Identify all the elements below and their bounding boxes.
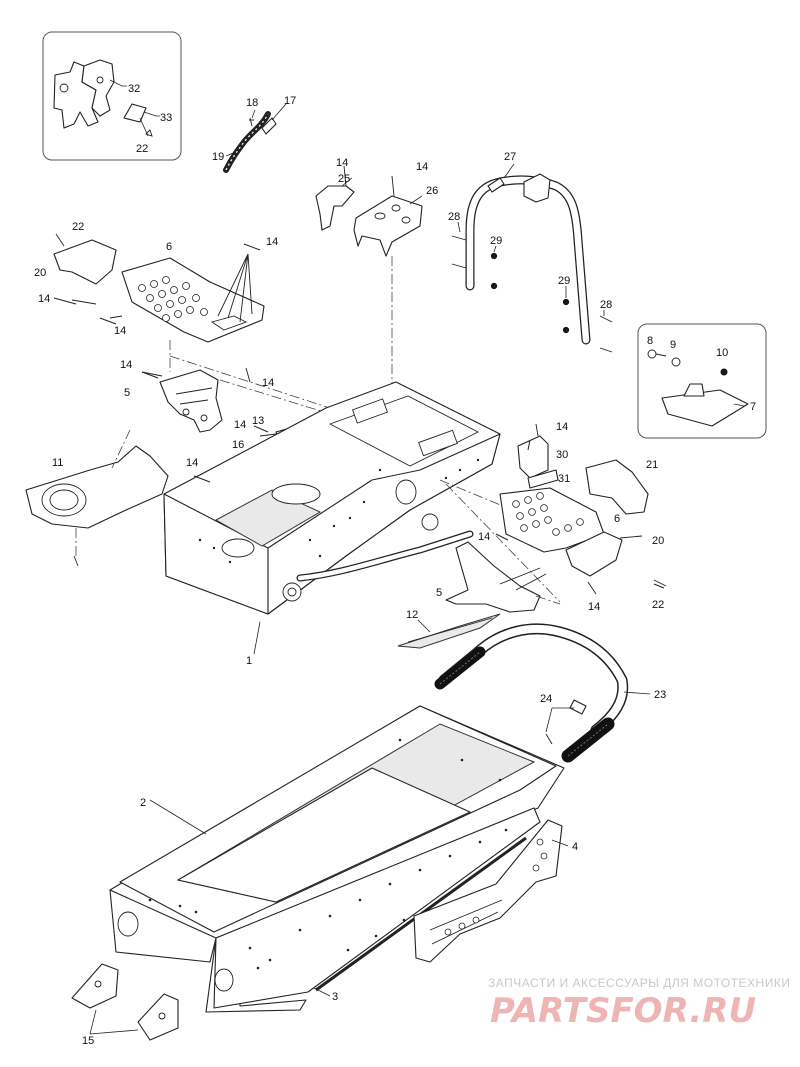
- watermark: ЗАПЧАСТИ И АКСЕССУАРЫ ДЛЯ МОТОТЕХНИКИ PA…: [488, 976, 790, 1031]
- screws: [53, 243, 665, 589]
- callout-6-left: 6: [166, 241, 172, 253]
- callout-20-right: 20: [652, 535, 664, 547]
- callout-14-k: 14: [478, 531, 490, 543]
- right-footrest-assembly: [499, 423, 667, 595]
- callout-10: 10: [716, 347, 728, 359]
- callout-29-right: 29: [558, 275, 570, 287]
- callout-14-j: 14: [556, 421, 568, 433]
- watermark-tagline: ЗАПЧАСТИ И АКСЕССУАРЫ ДЛЯ МОТОТЕХНИКИ: [488, 976, 790, 990]
- callout-14-d: 14: [38, 293, 50, 305]
- panel-11: [25, 429, 169, 567]
- plates-15: [71, 963, 179, 1041]
- tunnel-2: [109, 705, 565, 1013]
- callout-5-left: 5: [124, 387, 130, 399]
- callout-9: 9: [670, 339, 676, 351]
- callout-14-b: 14: [416, 161, 428, 173]
- watermark-logo: PARTSFOR.RU: [490, 991, 756, 1031]
- callout-28-left: 28: [448, 211, 460, 223]
- callout-14-l: 14: [588, 601, 600, 613]
- callout-22-left: 22: [72, 221, 84, 233]
- callout-24: 24: [540, 693, 552, 705]
- callout-12: 12: [406, 609, 418, 621]
- callout-29-left: 29: [490, 235, 502, 247]
- callout-26: 26: [426, 185, 438, 197]
- left-footrest-6-20: [53, 233, 331, 409]
- callout-5-right: 5: [436, 587, 442, 599]
- bracket-4: [413, 819, 569, 963]
- callout-15: 15: [82, 1035, 94, 1047]
- main-frame-1: [163, 381, 581, 655]
- callout-31: 31: [558, 473, 570, 485]
- callout-21: 21: [646, 459, 658, 471]
- callout-2: 2: [140, 797, 146, 809]
- strap-assembly: [223, 103, 287, 173]
- callout-22-right: 22: [652, 599, 664, 611]
- callout-22-inset: 22: [136, 143, 148, 155]
- callout-14-a: 14: [336, 157, 348, 169]
- brackets-25-26: [315, 165, 423, 440]
- callout-13: 13: [252, 415, 264, 427]
- grab-bar-23: [434, 623, 651, 763]
- callout-19: 19: [212, 151, 224, 163]
- callout-16: 16: [232, 439, 244, 451]
- callout-14-i: 14: [186, 457, 198, 469]
- callout-14-g: 14: [262, 377, 274, 389]
- inset-right: [637, 323, 767, 439]
- inset-top-left: [42, 31, 182, 161]
- callout-25: 25: [338, 173, 350, 185]
- callout-18: 18: [246, 97, 258, 109]
- callout-labels: 1 2 3 4 5 5 6 6 7 8 9 10 11 12 13 14 14 …: [34, 83, 756, 1047]
- callout-14-h: 14: [234, 419, 246, 431]
- callout-4: 4: [572, 841, 578, 853]
- callout-8: 8: [647, 335, 653, 347]
- callout-17: 17: [284, 95, 296, 107]
- callout-33: 33: [160, 112, 172, 124]
- callout-11: 11: [52, 457, 63, 469]
- callout-3: 3: [332, 991, 338, 1003]
- callout-30: 30: [556, 449, 568, 461]
- callout-28-right: 28: [600, 299, 612, 311]
- callout-20-left: 20: [34, 267, 46, 279]
- callout-7: 7: [750, 401, 756, 413]
- callout-6-right: 6: [614, 513, 620, 525]
- part-12: [397, 613, 501, 649]
- callout-32: 32: [128, 83, 140, 95]
- callout-14-f: 14: [120, 359, 132, 371]
- callout-23: 23: [654, 689, 666, 701]
- callout-14-c: 14: [266, 236, 278, 248]
- right-bracket-5: [445, 541, 561, 613]
- callout-1: 1: [246, 655, 252, 667]
- callout-27: 27: [504, 151, 516, 163]
- callout-14-e: 14: [114, 325, 126, 337]
- roll-bar-assembly: [451, 163, 613, 353]
